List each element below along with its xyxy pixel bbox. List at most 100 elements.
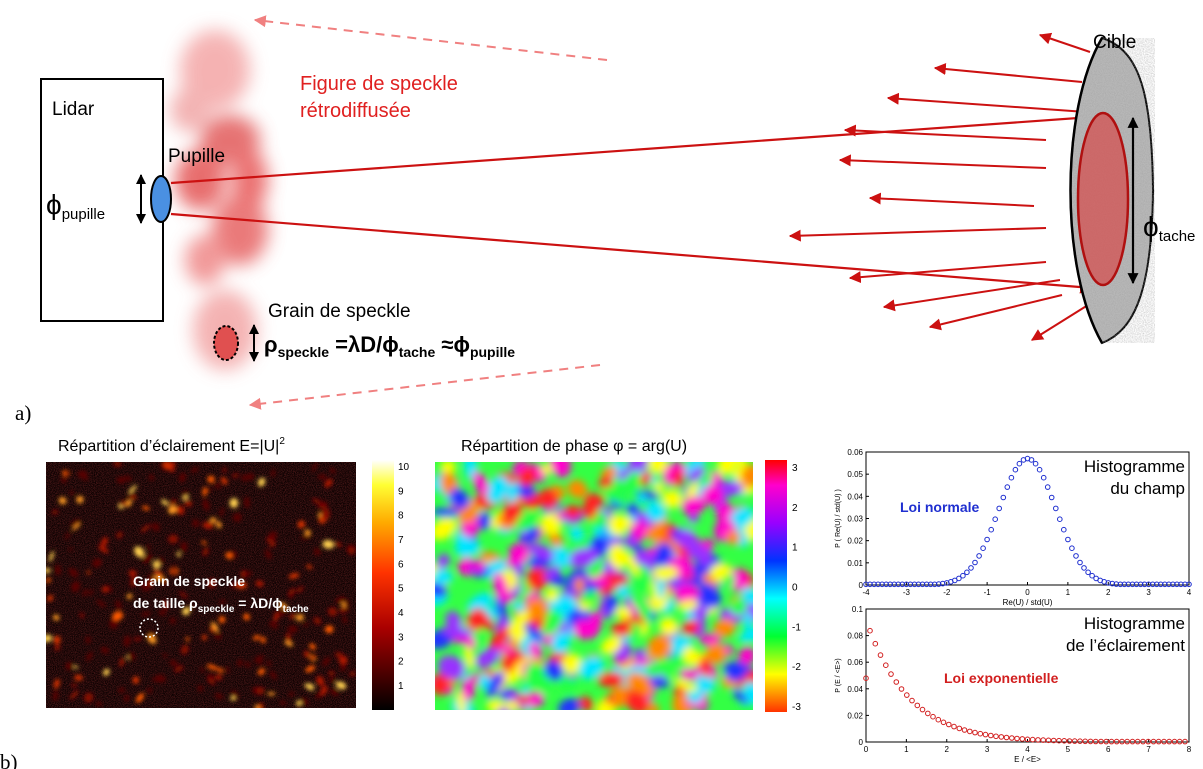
- illum-colorbar: [372, 460, 394, 710]
- phase-colorbar-tick: 1: [792, 543, 798, 554]
- backscatter-arrows: [788, 32, 1091, 341]
- lidar-label: Lidar: [52, 99, 95, 120]
- data-point: [956, 725, 963, 732]
- y-tick-label: 0.06: [847, 448, 863, 457]
- data-point: [980, 545, 986, 552]
- illum-colorbar-tick: 1: [398, 681, 404, 692]
- speckle-title-line2: rétrodiffusée: [300, 100, 411, 122]
- data-point: [1182, 738, 1188, 745]
- data-point: [1032, 460, 1039, 467]
- data-point: [996, 505, 1003, 512]
- data-point: [1036, 466, 1043, 473]
- data-point: [1012, 466, 1019, 473]
- phase-colorbar-tick: -2: [792, 662, 801, 673]
- x-tick-label: 2: [1106, 588, 1111, 597]
- grain-size-formula: ρspeckle =λD/ϕtache ≈ϕpupille: [264, 332, 515, 360]
- pupil-diameter-label: ϕpupille: [46, 189, 105, 223]
- histogram-title-line2: du champ: [1110, 479, 1185, 498]
- x-tick-label: 4: [1025, 745, 1030, 754]
- data-point: [923, 581, 930, 588]
- y-tick-label: 0.04: [847, 492, 863, 501]
- target-label: Cible: [1093, 32, 1136, 53]
- series-label-normal: Loi normale: [900, 499, 980, 515]
- y-tick-label: 0.02: [847, 537, 863, 546]
- x-tick-label: 3: [985, 745, 990, 754]
- y-tick-label: 0.03: [847, 515, 863, 524]
- data-point: [883, 581, 890, 588]
- histogram-title-line1: Histogramme: [1084, 614, 1185, 633]
- data-point: [1024, 736, 1031, 743]
- spot-diameter-label: ϕtache: [1143, 211, 1195, 245]
- data-point: [988, 526, 995, 533]
- x-tick-label: -4: [862, 588, 870, 597]
- histogram-title-line1: Histogramme: [1084, 457, 1185, 476]
- series-label-exponential: Loi exponentielle: [944, 670, 1059, 686]
- phase-colorbar-tick: 3: [792, 463, 798, 474]
- data-point: [1089, 572, 1095, 579]
- illum-annot-line1: Grain de speckle: [133, 573, 245, 589]
- data-point: [1000, 494, 1007, 501]
- data-point: [1029, 736, 1036, 743]
- data-point: [1073, 553, 1079, 559]
- data-point: [927, 581, 934, 588]
- data-point: [960, 572, 966, 579]
- data-point: [988, 732, 994, 739]
- beam-upper: [170, 111, 1094, 185]
- data-point: [903, 581, 910, 588]
- data-point: [867, 627, 873, 634]
- data-point: [972, 729, 978, 736]
- data-point: [1085, 569, 1091, 576]
- data-point: [1077, 738, 1083, 745]
- data-point: [1103, 738, 1109, 745]
- data-point: [1009, 735, 1015, 741]
- phase-map: [435, 462, 753, 710]
- grain-highlight-circle: [139, 618, 159, 638]
- data-point: [914, 702, 921, 709]
- data-point: [887, 581, 894, 588]
- data-point: [907, 581, 914, 588]
- data-point: [1082, 738, 1088, 745]
- data-point: [1124, 738, 1130, 745]
- data-point: [1117, 581, 1124, 588]
- cone-lower-dashed-arrow: [248, 364, 601, 410]
- data-point: [1105, 580, 1112, 586]
- data-point: [1057, 516, 1063, 523]
- data-point: [1174, 581, 1180, 588]
- data-point: [1182, 581, 1188, 588]
- illum-colorbar-tick: 3: [398, 632, 404, 643]
- x-tick-label: -1: [984, 588, 992, 597]
- y-axis-label: P (E / <E>): [835, 658, 842, 693]
- phase-colorbar-tick: 2: [792, 503, 798, 514]
- data-point: [1161, 738, 1167, 745]
- data-point: [875, 581, 881, 588]
- data-point: [919, 706, 926, 713]
- panel-a-label: a): [15, 401, 31, 425]
- y-tick-label: 0.1: [852, 605, 864, 614]
- data-point: [1098, 738, 1104, 745]
- data-point: [1003, 734, 1010, 741]
- data-point: [998, 734, 1005, 740]
- data-point: [871, 581, 877, 588]
- x-tick-label: -3: [903, 588, 911, 597]
- illum-annot-line2: de taille ρspeckle = λD/ϕtache: [133, 595, 309, 615]
- data-point: [940, 719, 947, 726]
- illum-colorbar-tick: 4: [398, 608, 404, 619]
- data-point: [925, 710, 931, 717]
- grain-label: Grain de speckle: [268, 301, 411, 322]
- data-point: [977, 730, 984, 737]
- data-point: [1170, 581, 1176, 588]
- beam-lower: [170, 212, 1094, 294]
- phase-colorbar-tick: 0: [792, 583, 798, 594]
- illum-colorbar-tick: 5: [398, 584, 404, 595]
- data-point: [1019, 736, 1026, 742]
- illuminated-spot: [1076, 111, 1130, 287]
- data-point: [1149, 581, 1156, 588]
- histogram-title-line2: de l’éclairement: [1066, 636, 1185, 655]
- pupil-lens: [150, 175, 172, 223]
- data-point: [895, 581, 902, 588]
- data-point: [1040, 737, 1046, 743]
- y-axis-label: P ( Re(U) / std(U) ): [835, 489, 842, 548]
- data-point: [1108, 738, 1115, 745]
